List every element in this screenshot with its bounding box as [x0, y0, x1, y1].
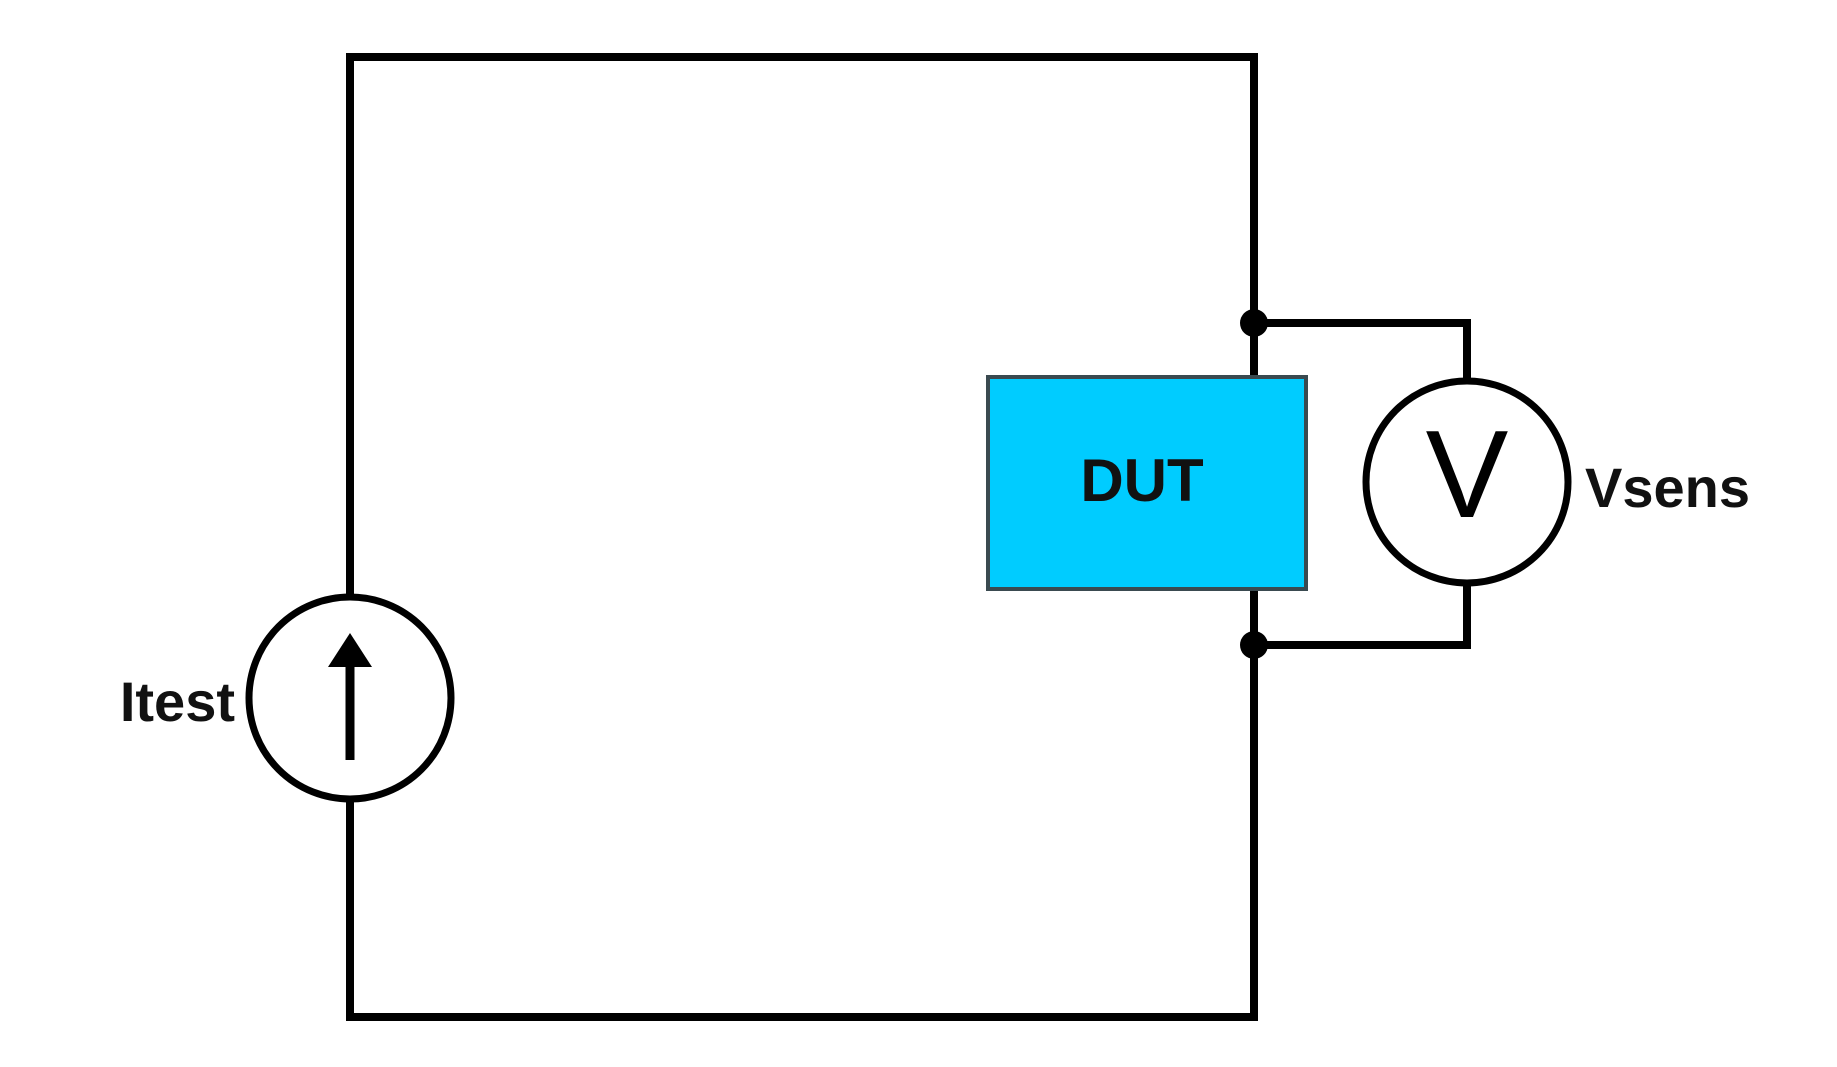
- wire-sense-bottom: [1250, 579, 1471, 649]
- voltmeter-circle: [1362, 377, 1572, 587]
- junction-node-top: [1240, 309, 1268, 337]
- voltmeter-label: Vsens: [1585, 456, 1750, 519]
- dut-label: DUT: [1080, 447, 1203, 514]
- wire-top-left: [346, 53, 1258, 599]
- wire-bottom-loop: [346, 585, 1258, 1021]
- arrow-up-icon: [328, 633, 372, 667]
- junction-node-bottom: [1240, 631, 1268, 659]
- current-source-label: Itest: [120, 670, 235, 733]
- dut-box: [986, 375, 1308, 591]
- wire-sense-top: [1250, 319, 1471, 384]
- voltmeter-symbol: V: [1426, 406, 1509, 544]
